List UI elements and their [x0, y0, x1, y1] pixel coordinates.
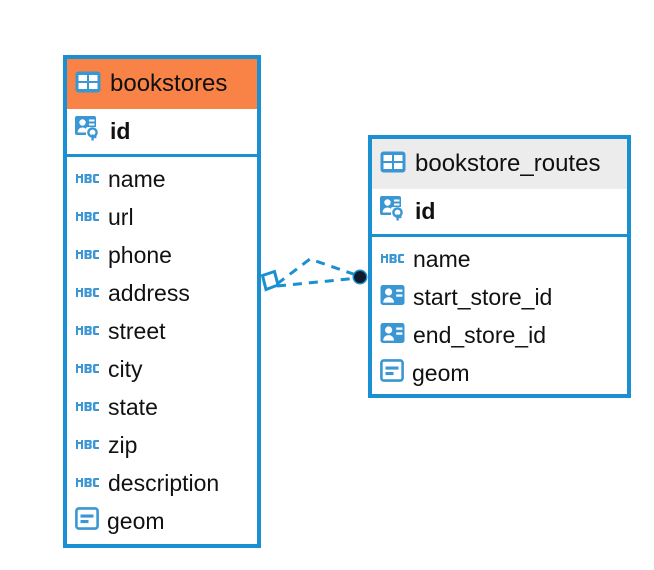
fields-section: name url — [67, 157, 257, 540]
entity-bookstores[interactable]: bookstores id — [63, 55, 261, 548]
field-label: description — [108, 469, 220, 496]
text-abc-icon — [75, 322, 100, 341]
foreign-key-icon — [380, 322, 405, 349]
primary-key-section: id — [67, 109, 257, 157]
entity-bookstore-routes[interactable]: bookstore_routes — [368, 135, 631, 398]
entity-header-bookstores[interactable]: bookstores — [67, 59, 257, 109]
text-abc-icon — [75, 398, 100, 417]
text-abc-icon — [75, 246, 100, 265]
field-row[interactable]: id — [67, 109, 257, 154]
table-icon — [380, 151, 406, 178]
field-row[interactable]: name — [372, 240, 627, 278]
field-label: id — [110, 118, 131, 144]
field-label: geom — [412, 359, 470, 386]
text-abc-icon — [75, 360, 100, 379]
geometry-icon — [380, 359, 404, 387]
field-label: geom — [107, 507, 165, 534]
field-row[interactable]: url — [67, 198, 257, 236]
field-row[interactable]: address — [67, 274, 257, 312]
table-icon — [75, 71, 101, 98]
field-label: name — [413, 245, 471, 272]
field-row[interactable]: phone — [67, 236, 257, 274]
geometry-icon — [75, 507, 99, 535]
primary-key-icon — [380, 196, 407, 227]
field-row[interactable]: geom — [67, 502, 257, 540]
text-abc-icon — [75, 208, 100, 227]
text-abc-icon — [75, 170, 100, 189]
entity-title: bookstores — [110, 70, 228, 97]
field-row[interactable]: description — [67, 464, 257, 502]
relationship-line-lower — [276, 276, 360, 288]
text-abc-icon — [75, 284, 100, 303]
field-row[interactable]: state — [67, 388, 257, 426]
primary-key-section: id — [372, 189, 627, 237]
text-abc-icon — [380, 250, 405, 269]
field-row[interactable]: end_store_id — [372, 316, 627, 354]
field-row[interactable]: zip — [67, 426, 257, 464]
relationship-connector[interactable] — [255, 240, 375, 315]
field-row[interactable]: geom — [372, 354, 627, 392]
primary-key-icon — [75, 116, 102, 147]
text-abc-icon — [75, 436, 100, 455]
field-label: url — [108, 203, 134, 230]
entity-title: bookstore_routes — [415, 150, 601, 177]
field-label: id — [415, 198, 436, 224]
field-label: zip — [108, 431, 138, 458]
foreign-key-icon — [380, 284, 405, 311]
filled-circle-icon — [352, 269, 368, 285]
field-row[interactable]: id — [372, 189, 627, 234]
field-label: state — [108, 393, 158, 420]
diamond-outline-icon — [260, 269, 280, 292]
field-label: city — [108, 355, 143, 382]
field-row[interactable]: start_store_id — [372, 278, 627, 316]
field-label: start_store_id — [413, 283, 553, 310]
field-label: name — [108, 165, 166, 192]
field-row[interactable]: name — [67, 160, 257, 198]
field-label: address — [108, 279, 190, 306]
text-abc-icon — [75, 474, 100, 493]
field-row[interactable]: city — [67, 350, 257, 388]
field-label: phone — [108, 241, 172, 268]
field-row[interactable]: street — [67, 312, 257, 350]
fields-section: name start_store_id — [372, 237, 627, 392]
field-label: end_store_id — [413, 321, 546, 348]
entity-header-bookstore-routes[interactable]: bookstore_routes — [372, 139, 627, 189]
field-label: street — [108, 317, 166, 344]
